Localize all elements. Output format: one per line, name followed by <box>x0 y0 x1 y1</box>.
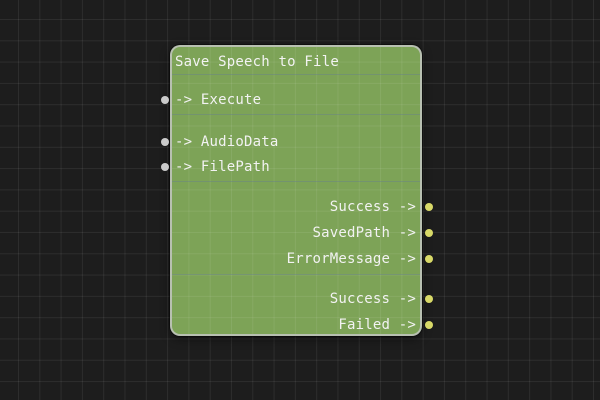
input-pin-label-execute: -> Execute <box>175 92 262 108</box>
output-pin-3-success[interactable] <box>424 295 433 303</box>
output-pin-1-savedpath[interactable] <box>424 229 433 237</box>
output-pin-label-2-errormessage: ErrorMessage -> <box>286 251 416 267</box>
section-divider-3 <box>172 274 420 275</box>
output-pin-0-success[interactable] <box>424 203 433 211</box>
input-pin-label-audiodata: -> AudioData <box>175 134 279 150</box>
node-title: Save Speech to File <box>175 54 339 70</box>
output-pin-label-3-success: Success -> <box>329 291 416 307</box>
output-pin-label-0-success: Success -> <box>329 199 416 215</box>
section-divider-2 <box>172 181 420 182</box>
output-pin-2-errormessage[interactable] <box>424 255 433 263</box>
output-pin-4-failed[interactable] <box>424 321 433 329</box>
output-pin-label-1-savedpath: SavedPath -> <box>312 225 416 241</box>
input-pin-audiodata[interactable] <box>160 138 169 146</box>
input-pin-execute[interactable] <box>160 96 169 104</box>
section-divider-1 <box>172 114 420 115</box>
input-pin-filepath[interactable] <box>160 163 169 171</box>
input-pin-label-filepath: -> FilePath <box>175 159 270 175</box>
output-pin-label-4-failed: Failed -> <box>338 317 416 333</box>
blueprint-node[interactable]: Save Speech to File -> Execute -> AudioDa… <box>160 45 433 336</box>
section-divider-0 <box>172 74 420 75</box>
